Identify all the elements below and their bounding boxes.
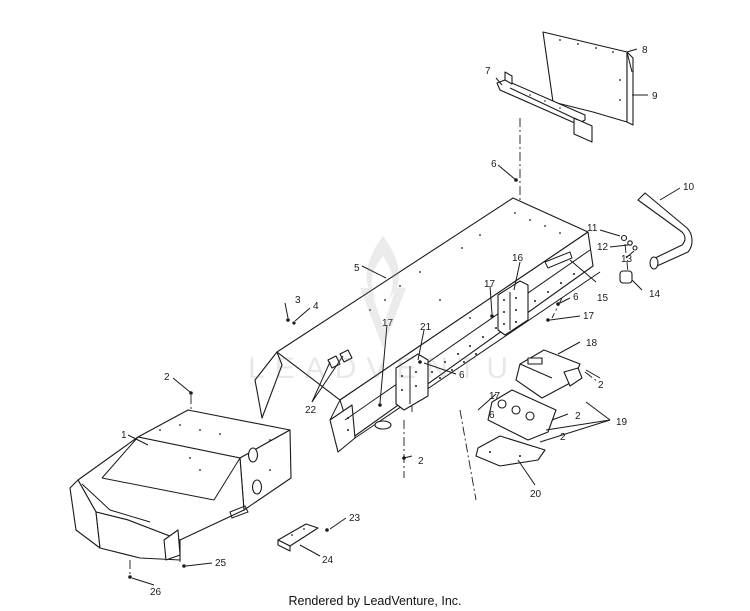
small-bracket-part xyxy=(277,523,319,552)
callout-2: 2 xyxy=(598,380,604,391)
side-bracket-part xyxy=(497,280,529,336)
callout-9: 9 xyxy=(652,91,658,102)
handle-bar-part xyxy=(637,192,693,270)
callout-20: 20 xyxy=(530,489,542,500)
callout-6: 6 xyxy=(491,159,497,170)
callout-18: 18 xyxy=(586,338,598,349)
callout-4: 4 xyxy=(313,301,319,312)
callout-17: 17 xyxy=(583,311,595,322)
callout-14: 14 xyxy=(649,289,661,300)
rear-panel-part xyxy=(542,31,634,126)
callout-17: 17 xyxy=(484,279,496,290)
callout-16: 16 xyxy=(512,253,524,264)
callout-22: 22 xyxy=(305,405,317,416)
callout-26: 26 xyxy=(150,587,162,598)
callout-17: 17 xyxy=(489,391,501,402)
callout-2: 2 xyxy=(575,411,581,422)
frame-hole-pattern xyxy=(347,212,575,431)
callout-8: 8 xyxy=(642,45,648,56)
callout-5: 5 xyxy=(354,263,360,274)
callout-11: 11 xyxy=(587,223,598,234)
callout-6: 6 xyxy=(459,370,465,381)
callout-23: 23 xyxy=(349,513,361,524)
callout-2: 2 xyxy=(418,456,424,467)
callout-6: 6 xyxy=(573,292,579,303)
callout-15: 15 xyxy=(597,293,609,304)
callout-10: 10 xyxy=(683,182,695,193)
leader-lines xyxy=(127,48,681,586)
plate-parts xyxy=(475,389,557,467)
rear-bracket-part xyxy=(496,71,593,143)
callout-7: 7 xyxy=(485,66,491,77)
hardware-parts xyxy=(619,234,638,284)
callout-2: 2 xyxy=(164,372,170,383)
front-frame-part xyxy=(69,409,292,561)
callout-2: 2 xyxy=(560,432,566,443)
callout-24: 24 xyxy=(322,555,334,566)
callout-17: 17 xyxy=(382,318,394,329)
callout-13: 13 xyxy=(621,254,633,265)
center-bracket-part xyxy=(395,353,429,411)
callout-19: 19 xyxy=(616,417,628,428)
callout-12: 12 xyxy=(597,242,609,253)
footer-credit: Rendered by LeadVenture, Inc. xyxy=(288,594,462,608)
callout-labels: 1 2 2 2 2 2 3 4 5 6 6 6 6 7 8 9 10 11 12… xyxy=(121,45,695,598)
callout-1: 1 xyxy=(121,430,127,441)
mount-block-part xyxy=(515,349,583,399)
callout-25: 25 xyxy=(215,558,227,569)
callout-6: 6 xyxy=(489,410,495,421)
callout-3: 3 xyxy=(295,295,301,306)
callout-21: 21 xyxy=(420,322,432,333)
